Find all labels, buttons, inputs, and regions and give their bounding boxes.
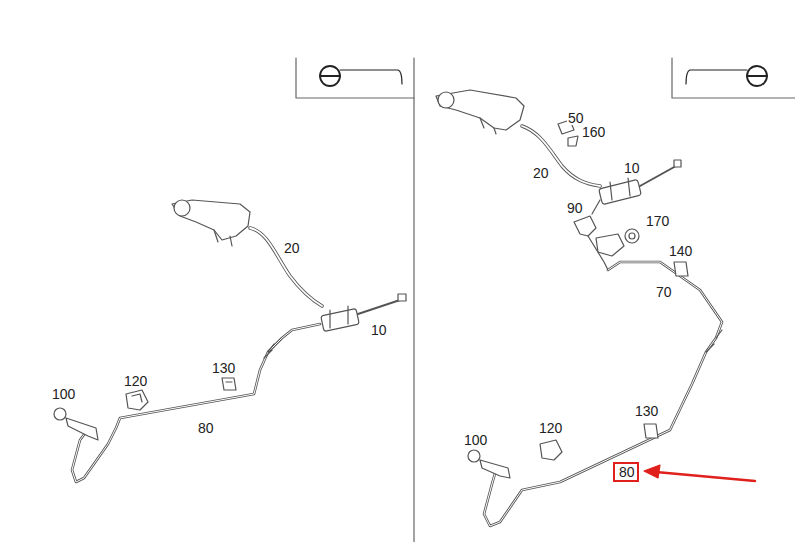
callout-number: 140 xyxy=(668,244,693,258)
callout-number: 170 xyxy=(645,214,670,228)
callout-number: 160 xyxy=(581,125,606,139)
callout-number: 130 xyxy=(634,404,659,418)
callout-number: 70 xyxy=(655,285,673,299)
callout-number: 100 xyxy=(463,433,488,447)
callout-number: 10 xyxy=(370,323,388,337)
callout-number: 20 xyxy=(532,166,550,180)
callout-number: 120 xyxy=(123,374,148,388)
callout-number: 80 xyxy=(197,421,215,435)
callout-number: 10 xyxy=(623,161,641,175)
callout-number: 50 xyxy=(567,111,585,125)
callout-number: 90 xyxy=(566,201,584,215)
callout-number: 20 xyxy=(283,241,301,255)
callout-number: 130 xyxy=(211,361,236,375)
callout-number: 80 xyxy=(619,465,637,479)
callout-number: 120 xyxy=(538,421,563,435)
highlight-box: 80 xyxy=(613,462,639,482)
callout-number: 100 xyxy=(51,387,76,401)
